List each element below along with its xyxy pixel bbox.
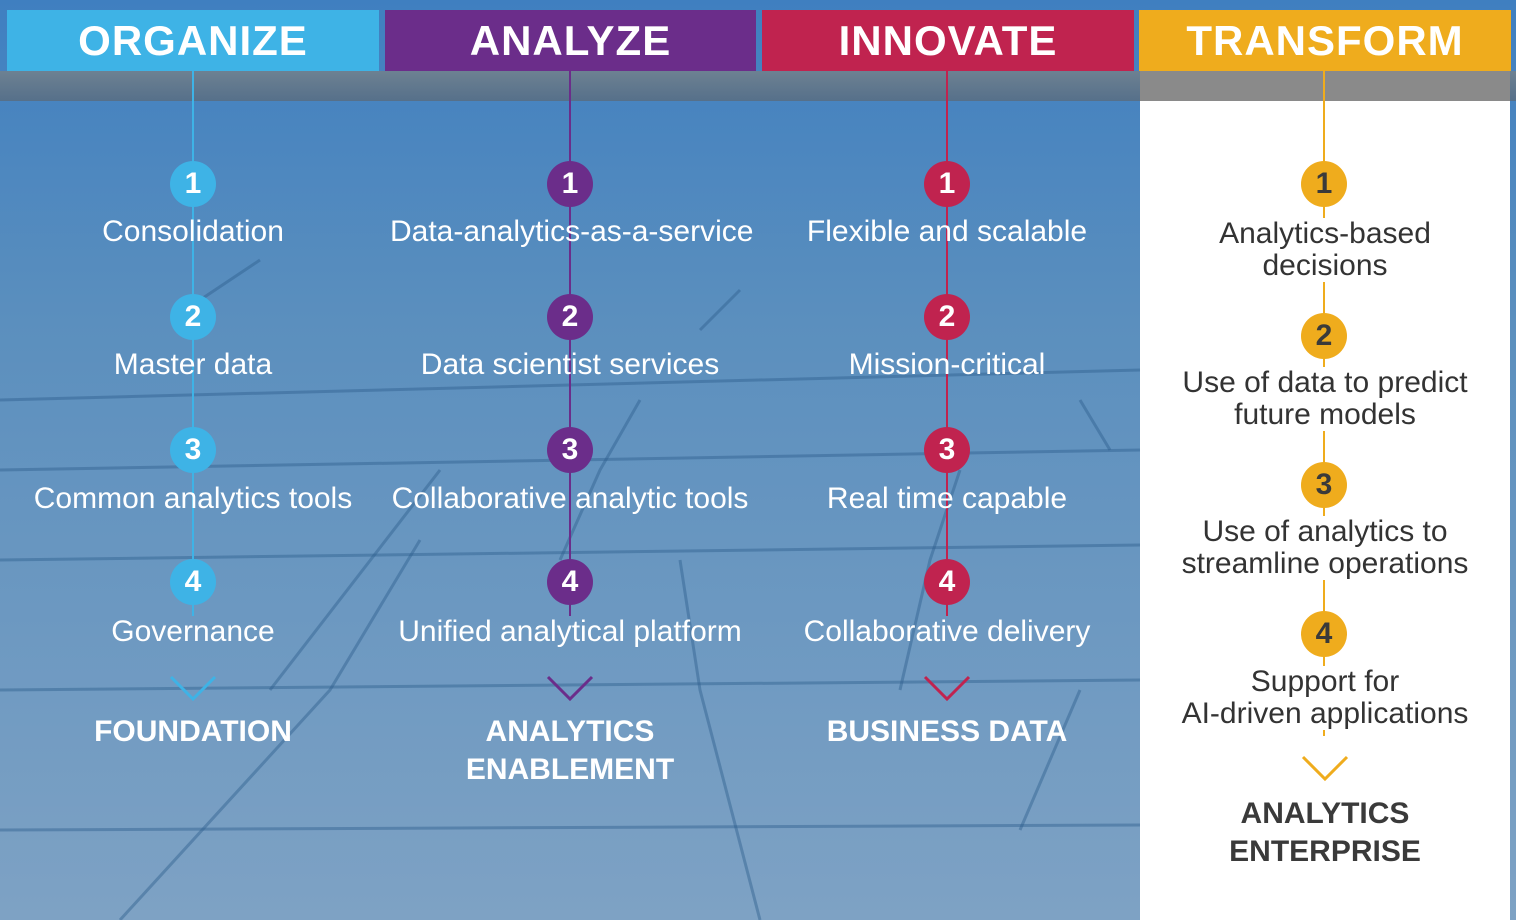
- organize-step-1-number: 1: [170, 161, 216, 207]
- transform-step-1-label: Analytics-based decisions: [1160, 218, 1490, 282]
- innovate-step-2-number: 2: [924, 294, 970, 340]
- organize-step-3-label: Common analytics tools: [33, 482, 353, 515]
- innovate-step-1-label: Flexible and scalable: [806, 215, 1088, 248]
- transform-panel-band: [1140, 71, 1510, 101]
- analyze-step-4-label: Unified analytical platform: [398, 615, 742, 648]
- analyze-step-3-number: 3: [547, 427, 593, 473]
- analyze-step-4-number: 4: [547, 559, 593, 605]
- analyze-connector-line: [569, 71, 571, 616]
- innovate-chevron-down-icon: [923, 675, 971, 702]
- organize-step-4-number: 4: [170, 559, 216, 605]
- analyze-step-2-label: Data scientist services: [420, 348, 720, 381]
- innovate-outcome: BUSINESS DATA: [826, 715, 1068, 748]
- analyze-step-1-label: Data-analytics-as-a-service: [390, 215, 754, 248]
- analyze-outcome: ANALYTICS ENABLEMENT: [465, 715, 675, 786]
- transform-step-4-label: Support for AI-driven applications: [1160, 666, 1490, 730]
- header-transform: TRANSFORM: [1139, 10, 1511, 71]
- innovate-step-4-label: Collaborative delivery: [803, 615, 1091, 648]
- innovate-step-3-label: Real time capable: [826, 482, 1068, 515]
- header-organize: ORGANIZE: [7, 10, 379, 71]
- transform-chevron-down-icon: [1301, 755, 1349, 782]
- transform-step-3-number: 3: [1301, 462, 1347, 508]
- header-innovate: INNOVATE: [762, 10, 1134, 71]
- organize-outcome: FOUNDATION: [94, 715, 292, 748]
- analyze-step-2-number: 2: [547, 294, 593, 340]
- header-analyze: ANALYZE: [385, 10, 756, 71]
- transform-step-2-label: Use of data to predict future models: [1160, 367, 1490, 431]
- transform-step-2-number: 2: [1301, 313, 1347, 359]
- organize-connector-line: [192, 71, 194, 616]
- organize-step-1-label: Consolidation: [102, 215, 284, 248]
- analyze-chevron-down-icon: [546, 675, 594, 702]
- organize-chevron-down-icon: [169, 675, 217, 702]
- organize-step-2-number: 2: [170, 294, 216, 340]
- analyze-step-3-label: Collaborative analytic tools: [391, 482, 749, 515]
- organize-step-4-label: Governance: [111, 615, 275, 648]
- innovate-step-1-number: 1: [924, 161, 970, 207]
- innovate-step-4-number: 4: [924, 559, 970, 605]
- organize-step-3-number: 3: [170, 427, 216, 473]
- analyze-step-1-number: 1: [547, 161, 593, 207]
- transform-step-1-number: 1: [1301, 161, 1347, 207]
- transform-step-4-number: 4: [1301, 611, 1347, 657]
- organize-step-2-label: Master data: [113, 348, 273, 381]
- transform-outcome: ANALYTICS ENTERPRISE: [1229, 797, 1421, 868]
- innovate-connector-line: [946, 71, 948, 616]
- innovate-step-3-number: 3: [924, 427, 970, 473]
- innovate-step-2-label: Mission-critical: [848, 348, 1046, 381]
- transform-step-3-label: Use of analytics to streamline operation…: [1160, 516, 1490, 580]
